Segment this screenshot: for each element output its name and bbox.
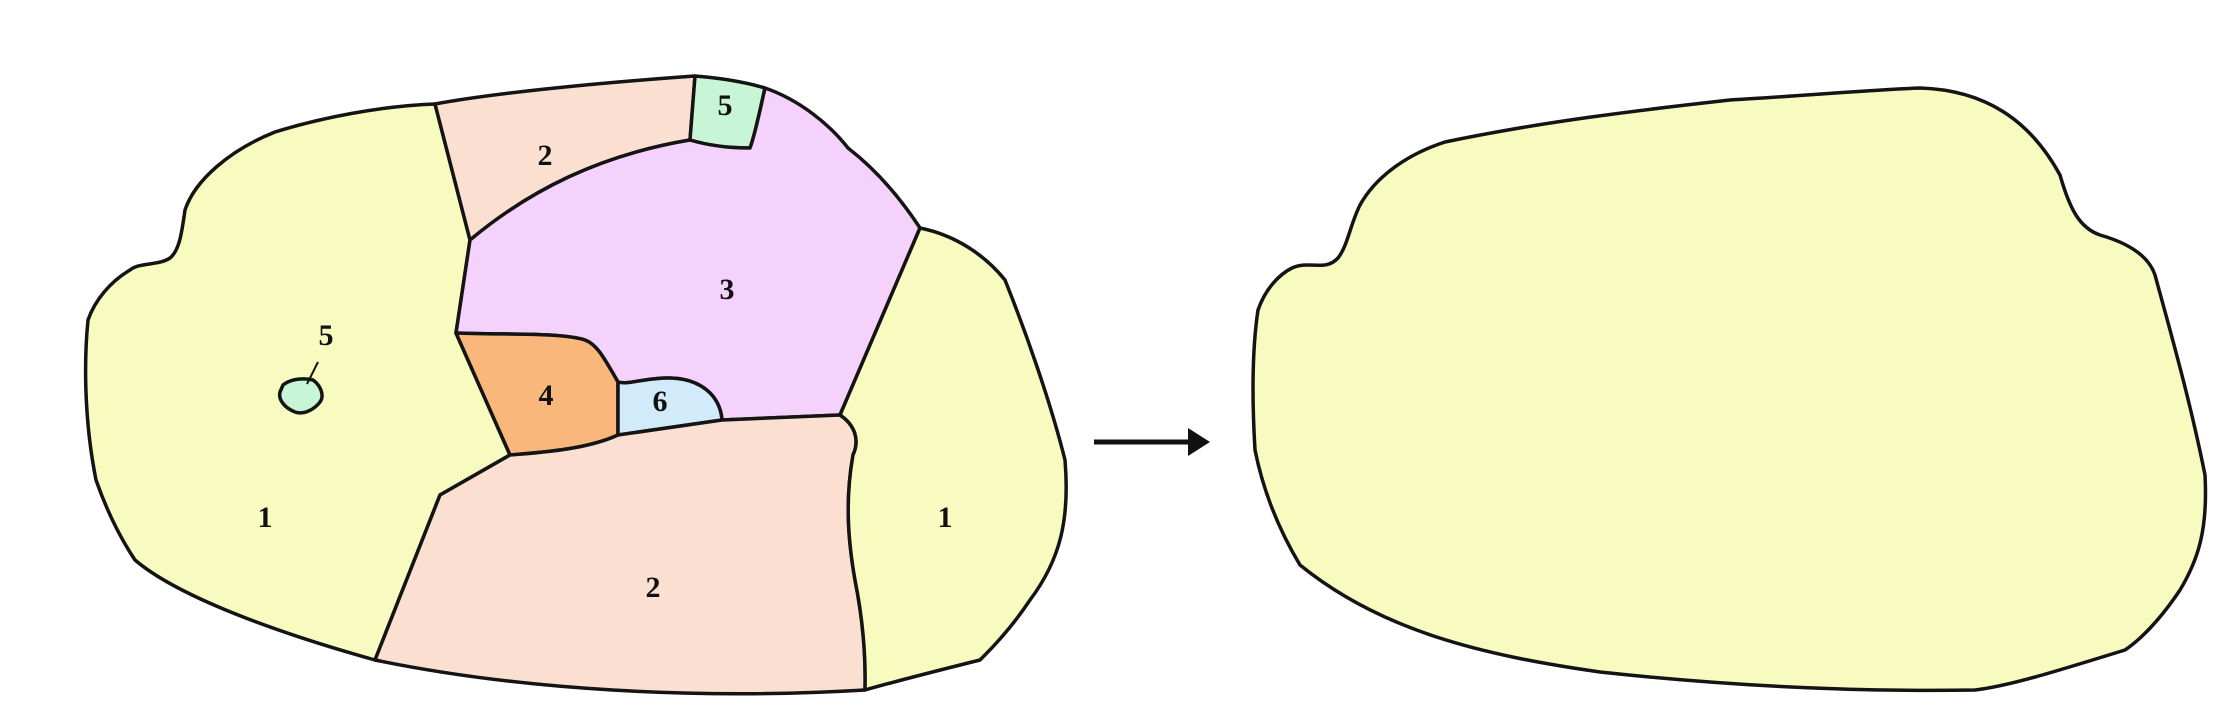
label-region-5-small: 5 — [319, 319, 334, 352]
label-region-5-top: 5 — [718, 89, 733, 122]
region-1-right — [838, 226, 1068, 692]
region-merged — [1251, 86, 2208, 693]
region-5-small — [277, 377, 324, 415]
label-5-leader-line — [306, 361, 319, 385]
label-region-1-left: 1 — [258, 501, 273, 534]
region-6 — [616, 376, 724, 437]
arrow-head — [1188, 428, 1210, 456]
left-map: 1 1 2 2 3 4 5 5 6 — [83, 74, 1068, 696]
label-region-4: 4 — [539, 379, 554, 412]
right-map — [1251, 86, 2208, 693]
label-region-3: 3 — [720, 273, 735, 306]
label-region-6: 6 — [653, 385, 668, 418]
right-arrow — [1094, 428, 1210, 456]
label-region-2-top: 2 — [538, 139, 553, 172]
label-region-2-bottom: 2 — [646, 571, 661, 604]
label-region-1-right: 1 — [938, 501, 953, 534]
